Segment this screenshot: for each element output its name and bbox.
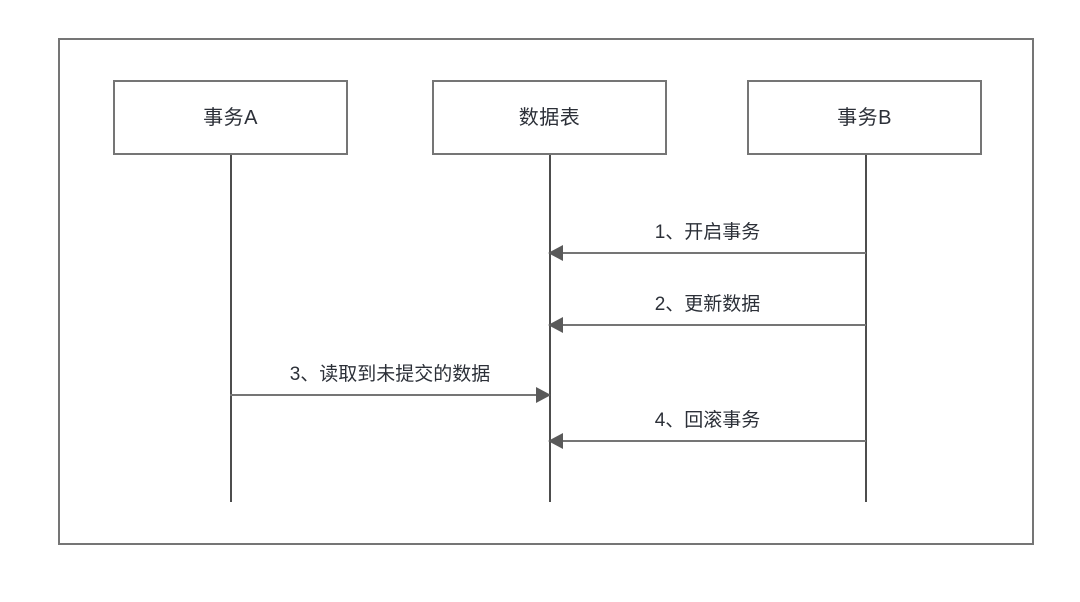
message-1-line: [549, 252, 866, 254]
arrow-left-icon: [548, 317, 563, 333]
message-2-label: 2、更新数据: [654, 294, 761, 316]
participant-box-transaction-a[interactable]: 事务A: [113, 80, 348, 155]
message-4-line: [549, 440, 866, 442]
participant-label-transaction-a: 事务A: [203, 106, 258, 129]
arrow-right-icon: [536, 387, 551, 403]
message-3-line: [230, 394, 550, 396]
lifeline-transaction-b: [865, 155, 867, 502]
participant-label-data-table: 数据表: [518, 106, 581, 129]
message-1-label: 1、开启事务: [654, 222, 761, 244]
participant-box-transaction-b[interactable]: 事务B: [747, 80, 982, 155]
participant-label-transaction-b: 事务B: [837, 106, 892, 129]
arrow-left-icon: [548, 245, 563, 261]
message-2-line: [549, 324, 866, 326]
message-3-label: 3、读取到未提交的数据: [289, 364, 491, 386]
participant-box-data-table[interactable]: 数据表: [432, 80, 667, 155]
arrow-left-icon: [548, 433, 563, 449]
lifeline-transaction-a: [230, 155, 232, 502]
message-4-label: 4、回滚事务: [654, 410, 761, 432]
